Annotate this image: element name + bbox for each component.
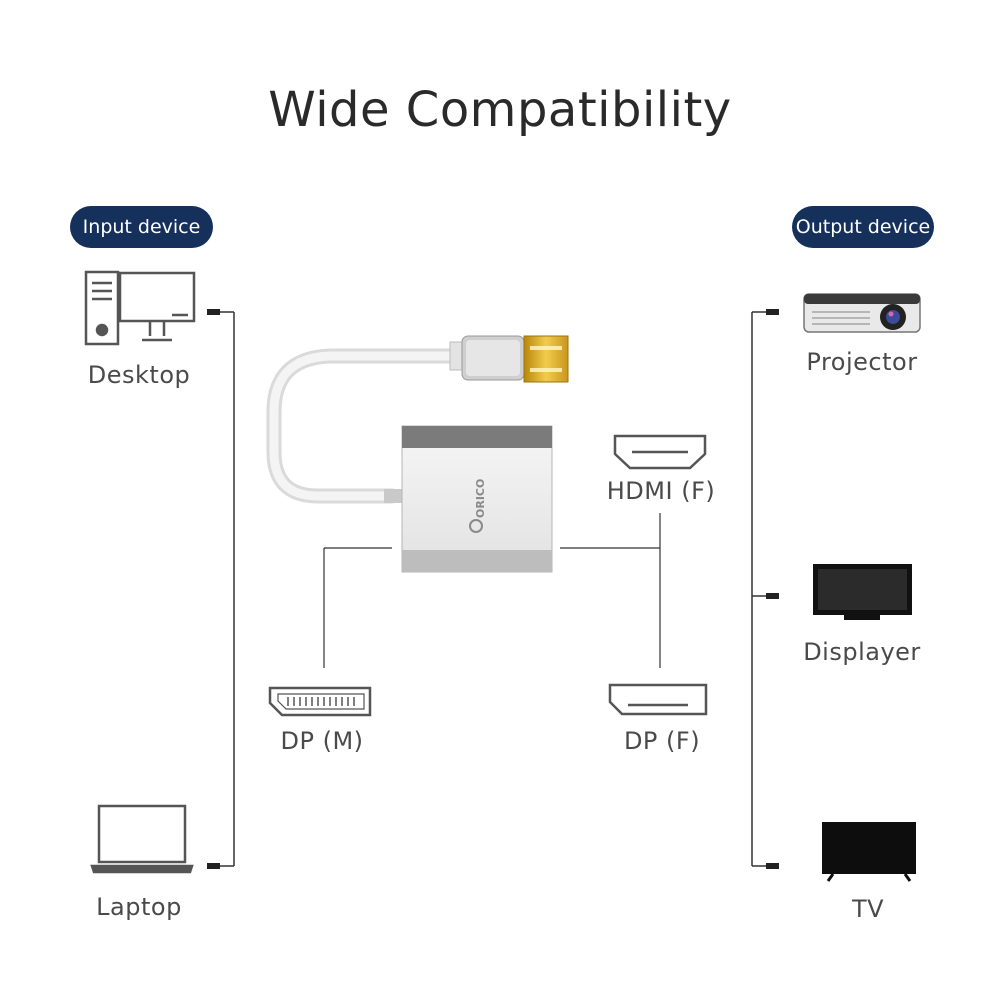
adapter-icon [266,335,569,573]
monitor-icon [813,564,912,620]
dp-female-label: DP (F) [623,727,701,755]
projector-label: Projector [806,348,918,376]
port-connector-lines [323,513,661,668]
hdmi-female-label: HDMI (F) [606,477,716,505]
desktop-connector-dot [207,309,220,315]
output-connector-bracket [751,311,772,867]
laptop-label: Laptop [96,893,182,921]
desktop-label: Desktop [87,361,191,389]
tv-label: TV [851,895,885,923]
displayer-label: Displayer [803,638,921,666]
projector-connector-dot [766,309,779,315]
projector-icon [803,293,921,333]
laptop-connector-dot [207,863,220,869]
displayport-male-icon [268,686,372,717]
laptop-icon [90,804,194,874]
displayer-connector-dot [766,593,779,599]
page-title: Wide Compatibility [268,82,732,138]
desktop-computer-icon [84,270,196,346]
dp-male-label: DP (M) [280,727,364,755]
output-device-badge: Output device [792,206,934,248]
input-device-badge: Input device [70,206,213,248]
tv-connector-dot [766,863,779,869]
hdmi-port-icon [613,434,707,470]
adapter-brand-label: ORICO [474,479,487,518]
displayport-female-icon [608,683,708,716]
input-connector-bracket [214,311,235,867]
tv-icon [822,822,916,882]
